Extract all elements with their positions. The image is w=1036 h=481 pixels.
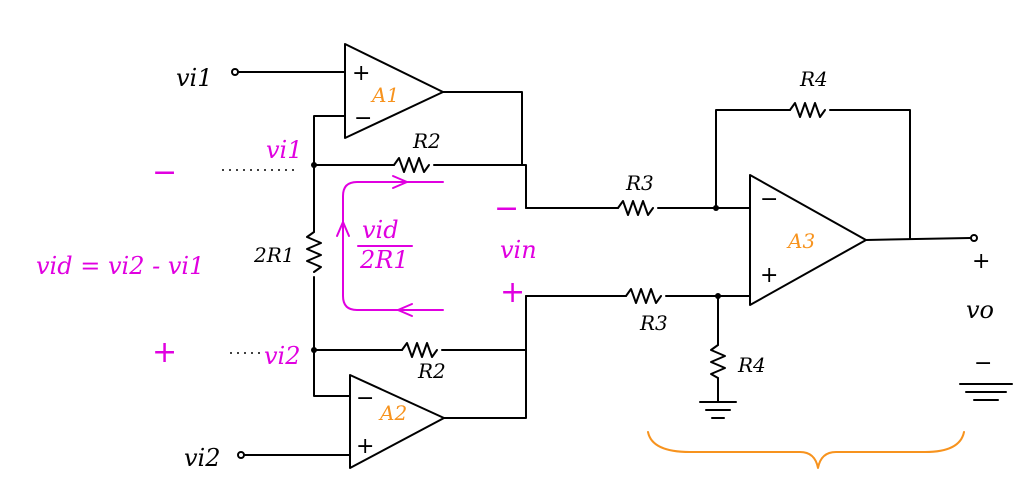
r4-feedback (715, 102, 911, 239)
vo-minus-sign: − (974, 351, 992, 376)
vin-plus-sign: + (500, 275, 525, 310)
vin-minus-sign: − (494, 191, 519, 226)
r4-bottom-label: R4 (737, 353, 766, 377)
vo-label: vo (966, 296, 994, 324)
vi2-input-label: vi2 (184, 444, 221, 472)
current-loop (336, 175, 444, 317)
vi2-node-label: vi2 (264, 342, 301, 370)
r1-label: 2R1 (253, 243, 295, 267)
vo-plus-sign: + (972, 249, 990, 274)
opamp-a1: + − A1 (344, 43, 444, 139)
vin-label: vin (500, 236, 537, 264)
r4-ground (699, 295, 737, 419)
a1-label: A1 (370, 83, 399, 107)
a1-network (313, 91, 527, 209)
a3-plus-sign: + (760, 263, 778, 288)
vid-equation: vid = vi2 - vi1 (36, 252, 204, 280)
vi1-node-label: vi1 (266, 136, 303, 164)
a3-minus-sign: − (760, 187, 778, 212)
a2-minus-sign: − (356, 386, 374, 411)
vid-minus-sign: − (152, 155, 177, 190)
a1-plus-sign: + (352, 61, 370, 86)
a2-plus-sign: + (356, 434, 374, 459)
r1-resistor (306, 164, 322, 351)
current-numerator: vid (362, 216, 399, 244)
r3-network (525, 200, 751, 304)
opamp-a3: − + A3 (749, 174, 867, 306)
output-terminal (865, 234, 1013, 401)
a3-label: A3 (786, 229, 815, 253)
a2-network (311, 162, 527, 419)
opamp-a2: − + A2 (349, 374, 445, 469)
output-brace (647, 431, 965, 469)
a1-minus-sign: − (354, 106, 372, 131)
current-denominator: 2R1 (359, 246, 409, 274)
r2-bottom-label: R2 (417, 359, 446, 383)
a2-label: A2 (378, 401, 407, 425)
r2-top-label: R2 (412, 129, 441, 153)
vi1-input-label: vi1 (176, 64, 213, 92)
input-wires (231, 68, 351, 459)
r4-top-label: R4 (799, 67, 828, 91)
r3-top-label: R3 (625, 171, 654, 195)
r3-bottom-label: R3 (639, 311, 668, 335)
vid-plus-sign: + (152, 335, 177, 370)
